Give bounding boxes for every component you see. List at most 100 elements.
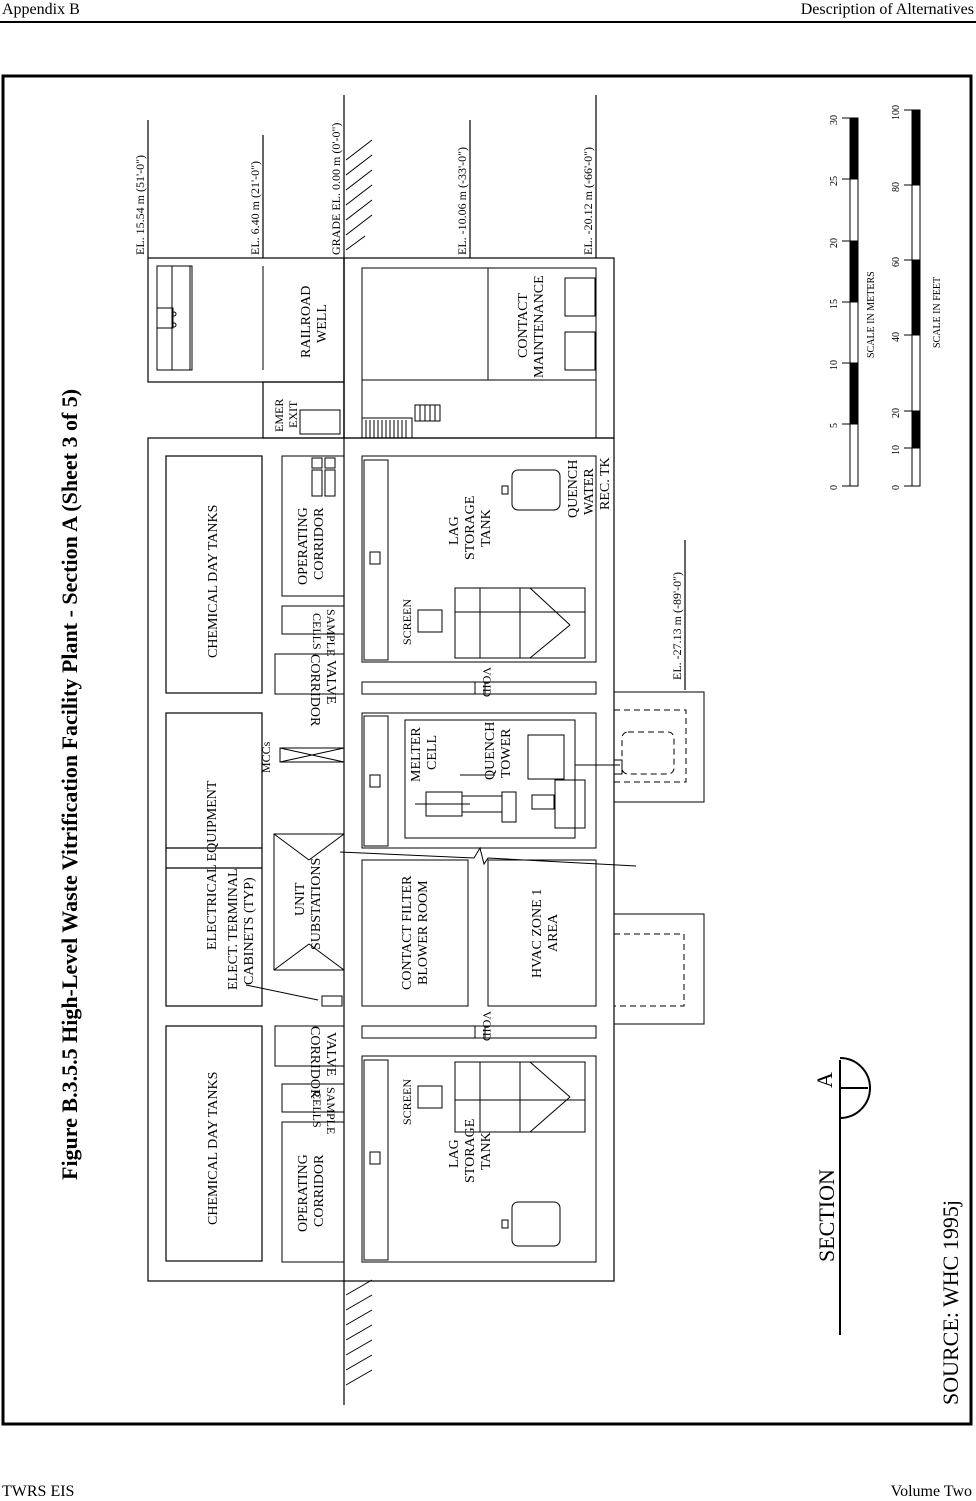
railroad-well [156, 265, 264, 371]
scale-meters-tick-0: 0 [829, 485, 840, 490]
scale-meters-tick-30: 30 [829, 115, 840, 125]
railroad-well-label-1: RAILROAD [299, 286, 314, 358]
section-symbol [839, 1057, 871, 1335]
operating-corridor-bottom-label-1: OPERATING [296, 1154, 311, 1232]
contact-maintenance-label-1: CONTACT [516, 293, 531, 358]
lag-storage-tank-cell-bottom [361, 1055, 597, 1263]
scale-feet-tick-10: 10 [891, 445, 902, 455]
sample-cells-bottom-label-1: SAMPLE [324, 1087, 338, 1134]
elect-terminal-label-2: CABINETS (TYP) [242, 877, 257, 985]
lag-storage-tank-cell-top [361, 455, 597, 663]
mccs-box [279, 747, 345, 763]
elevation-label-el1: EL. 15.54 m (51'-0") [133, 155, 147, 255]
emer-exit [299, 409, 341, 435]
scale-meters-tick-15: 15 [829, 299, 840, 309]
lag-storage-tank-top-label-3: TANK [479, 509, 494, 547]
footer-left: TWRS EIS [2, 1483, 75, 1500]
scale-feet-bar [904, 109, 921, 487]
scale-feet-tick-20: 20 [891, 408, 902, 418]
annex-upper [613, 691, 705, 803]
ground-hatch-bottom [345, 1279, 373, 1386]
contact-filter-room [361, 859, 597, 1007]
sample-cells-top-label-2: CELLS [310, 613, 324, 650]
ground-hatch-top [345, 139, 373, 251]
screen-label-top: SCREEN [400, 599, 414, 645]
operating-corridor-bottom [281, 1121, 345, 1263]
void-label-bottom: VOID [480, 1011, 494, 1041]
section-cut-line [339, 846, 637, 867]
section-mark: A [812, 1072, 837, 1088]
emer-exit-label-1: EMER [272, 399, 286, 432]
chem-day-tanks-label-bottom: CHEMICAL DAY TANKS [206, 1072, 221, 1225]
lag-storage-tank-top-label-2: STORAGE [463, 496, 478, 560]
scale-feet-tick-80: 80 [891, 182, 902, 192]
figure-frame [1, 74, 973, 1426]
scale-feet-tick-100: 100 [891, 105, 902, 120]
header-rule [0, 21, 976, 23]
elevation-label-el4: EL. -20.12 m (-66'-0") [581, 147, 595, 255]
valve-corridor-top [274, 653, 345, 695]
chem-day-tanks-label-top: CHEMICAL DAY TANKS [206, 505, 221, 658]
mccs-label: MCCs [259, 741, 273, 773]
scale-meters-tick-10: 10 [829, 360, 840, 370]
elect-terminal-label-1: ELECT. TERMINAL [226, 868, 241, 990]
scale-meters-label: SCALE IN METERS [866, 271, 877, 358]
unit-substations-label-1: UNIT [293, 882, 308, 916]
scale-feet-label: SCALE IN FEET [932, 277, 943, 348]
contact-filter-label-1: CONTACT FILTER [400, 875, 415, 990]
valve-corridor-bottom-label-1: VALVE [323, 1032, 338, 1076]
scale-feet-tick-0: 0 [891, 485, 902, 490]
unit-substations-label-2: SUBSTATIONS [309, 858, 324, 950]
sample-cells-bottom-label-2: CELLS [310, 1091, 324, 1128]
screen-label-bottom: SCREEN [400, 1079, 414, 1125]
scale-meters-bar [842, 117, 859, 487]
void-strip-top [361, 681, 597, 695]
operating-corridor-bottom-label-2: CORRIDOR [312, 1154, 327, 1227]
valve-corridor-bottom [274, 1025, 345, 1067]
contact-maintenance [361, 267, 597, 439]
scale-meters-tick-5: 5 [829, 423, 840, 428]
quench-tower-label-1: QUENCH [483, 722, 498, 780]
quench-water-rec-tk-label-2: WATER [582, 468, 597, 515]
void-label-top: VOID [480, 667, 494, 697]
lag-storage-tank-bottom-label-2: STORAGE [463, 1119, 478, 1183]
scale-meters-tick-25: 25 [829, 176, 840, 186]
stairs [365, 404, 441, 438]
elevation-label-grade: GRADE EL. 0.00 m (0'-0") [329, 123, 343, 255]
electrical-equipment-label: ELECTRICAL EQUIPMENT [205, 780, 220, 950]
elevation-label-el3: EL. -10.06 m (-33'-0") [455, 147, 469, 255]
source-label: SOURCE: WHC 1995j [938, 1200, 963, 1405]
quench-water-rec-tk-label-3: REC. TK [598, 457, 613, 510]
valve-corridor-top-label-2: CORRIDOR [307, 654, 322, 727]
elevation-label-el5: EL. -27.13 m (-89'-0") [670, 572, 684, 680]
annex-lower [613, 913, 705, 1025]
footer-right: Volume Two [890, 1483, 972, 1500]
unit-substations [245, 833, 345, 1007]
valve-corridor-bottom-label-2: CORRIDOR [307, 1026, 322, 1099]
header-right: Description of Alternatives [800, 1, 974, 18]
melter-cell-label-2: CELL [425, 735, 440, 770]
void-strip-bottom [361, 1025, 597, 1039]
hvac-zone-label-2: AREA [546, 913, 561, 952]
header-left: Appendix B [2, 1, 80, 18]
scale-meters-tick-20: 20 [829, 238, 840, 248]
scale-feet-tick-40: 40 [891, 332, 902, 342]
section-label: SECTION [814, 1169, 839, 1262]
operating-corridor-top-label-2: CORRIDOR [312, 507, 327, 580]
operating-corridor-top-label-1: OPERATING [296, 507, 311, 585]
lag-storage-tank-bottom-label-1: LAG [447, 1139, 462, 1168]
hvac-zone-label-1: HVAC ZONE 1 [530, 889, 545, 978]
melter-cell [361, 712, 623, 849]
quench-water-rec-tk-label-1: QUENCH [566, 460, 581, 518]
contact-maintenance-label-2: MAINTENANCE [532, 275, 547, 378]
sample-cells-top-label-1: SAMPLE [324, 609, 338, 656]
lag-storage-tank-bottom-label-3: TANK [479, 1132, 494, 1170]
emer-exit-label-2: EXIT [286, 400, 300, 428]
railroad-well-label-2: WELL [315, 304, 330, 343]
quench-tower-label-2: TOWER [499, 728, 514, 778]
elevation-label-el2: EL. 6.40 m (21'-0") [248, 161, 262, 255]
sample-cells-bottom [281, 1083, 345, 1113]
melter-cell-label-1: MELTER [409, 727, 424, 782]
valve-corridor-top-label-1: VALVE [323, 660, 338, 704]
